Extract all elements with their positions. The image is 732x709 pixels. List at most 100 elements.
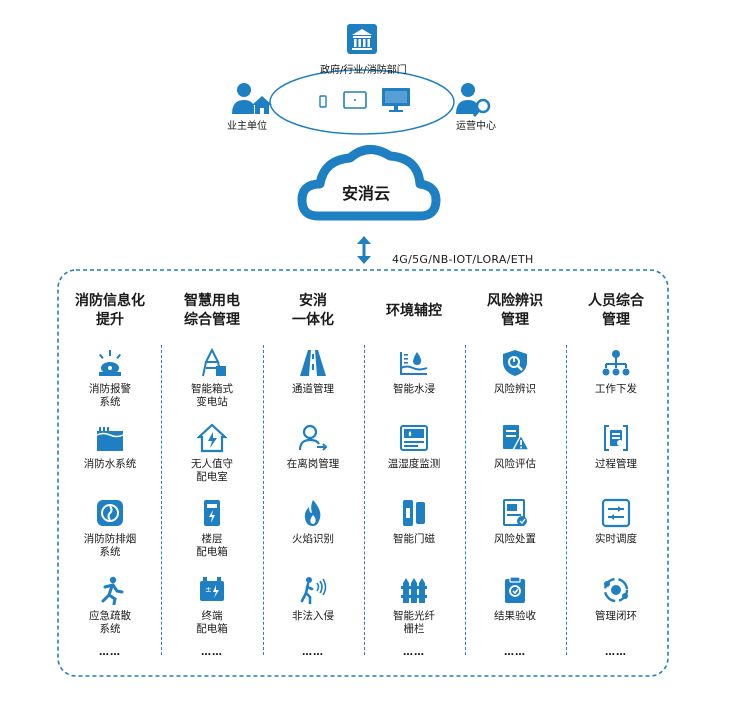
column-divider — [465, 345, 466, 655]
module-item: 消防防排烟 系统 — [60, 498, 160, 559]
module-item-label: 火焰识别 — [292, 533, 334, 545]
running-person-icon — [101, 576, 124, 605]
gov-label: 政府/行业/消防部门 — [320, 65, 407, 76]
module-item-label: 终端 配电箱 — [196, 610, 228, 635]
power-house-icon — [197, 423, 227, 453]
water-tank-icon — [96, 427, 124, 451]
smoke-fan-icon — [97, 500, 123, 526]
cloud-icon — [297, 145, 441, 221]
module-item: 非法入侵 — [263, 575, 363, 623]
module-item-label: 实时调度 — [595, 533, 637, 545]
module-item: 风险评估 — [465, 423, 565, 471]
module-column: 人员综合 管理工作下发过程管理实时调度管理闭环 …… — [566, 292, 666, 658]
module-item: 消防水系统 — [60, 423, 160, 471]
device-ellipse — [269, 69, 455, 135]
module-item-label: 智能箱式 变电站 — [191, 383, 233, 408]
module-item: 通道管理 — [263, 348, 363, 396]
module-item-label: 通道管理 — [292, 383, 334, 395]
column-divider — [566, 345, 567, 655]
intrusion-icon — [300, 577, 327, 605]
module-item-label: 风险辨识 — [494, 383, 536, 395]
module-item: 工作下发 — [566, 348, 666, 396]
column-title: 消防信息化 提升 — [75, 293, 145, 328]
module-item-label: 非法入侵 — [292, 610, 334, 622]
module-item: 应急疏散 系统 — [60, 575, 160, 636]
battery-icon: ± — [200, 577, 224, 601]
more-ellipsis: …… — [504, 647, 526, 658]
module-column: 风险辨识 管理风险辨识风险评估风险处置结果验收…… — [465, 292, 565, 658]
clipboard-icon — [505, 576, 525, 603]
flame-icon — [304, 500, 321, 526]
module-item-label: 结果验收 — [494, 610, 536, 622]
module-item: 智能水浸 — [364, 348, 464, 396]
column-divider — [263, 345, 264, 655]
module-item: 无人值守 配电室 — [162, 423, 262, 484]
protocol-label: 4G/5G/NB-IOT/LORA/ETH — [392, 253, 534, 266]
column-title: 环境辅控 — [386, 302, 442, 319]
shield-search-icon — [503, 350, 527, 376]
module-column: 消防信息化 提升消防报警 系统消防水系统消防防排烟 系统应急疏散 系统 …… — [60, 292, 160, 658]
module-item: 智能门磁 — [364, 498, 464, 546]
government-building-icon — [347, 24, 377, 54]
module-item-label: 智能光纤 栅栏 — [393, 610, 435, 635]
cycle-icon — [603, 577, 629, 603]
module-item-label: 在离岗管理 — [286, 458, 340, 470]
module-item-label: 风险评估 — [494, 458, 536, 470]
module-item: ± 终端 配电箱 — [162, 575, 262, 636]
document-icon — [503, 499, 527, 526]
module-item-label: 过程管理 — [595, 458, 637, 470]
tablet-icon — [343, 91, 367, 109]
risk-report-icon — [503, 425, 530, 451]
more-ellipsis: …… — [403, 647, 425, 658]
monitor-icon — [382, 88, 410, 112]
owner-person-icon — [232, 83, 272, 114]
module-item-label: 消防报警 系统 — [89, 383, 131, 408]
module-item: 火焰识别 — [263, 498, 363, 546]
top-diagram-graphics — [232, 24, 491, 264]
module-column: 环境辅控智能水浸温湿度监测智能门磁智能光纤 栅栏 …… — [364, 292, 464, 659]
module-item: 温湿度监测 — [364, 423, 464, 471]
org-chart-icon — [602, 350, 630, 376]
module-item-label: 风险处置 — [494, 533, 536, 545]
ops-label: 运营中心 — [456, 121, 496, 132]
module-item-label: 温湿度监测 — [387, 458, 441, 470]
module-item: 在离岗管理 — [263, 423, 363, 471]
module-item: 过程管理 — [566, 423, 666, 471]
column-title: 安消 一体化 — [292, 293, 334, 328]
sliders-icon — [601, 498, 631, 528]
column-divider — [364, 345, 365, 655]
more-ellipsis: …… — [201, 647, 223, 658]
svg-text:±: ± — [205, 585, 212, 594]
module-item: 智能光纤 栅栏 — [364, 575, 464, 636]
module-item-label: 消防防排烟 系统 — [83, 533, 137, 558]
module-item: 智能箱式 变电站 — [162, 348, 262, 409]
floor-box-icon — [204, 500, 220, 526]
process-icon — [604, 425, 628, 451]
road-icon — [300, 350, 326, 376]
module-item: 实时调度 — [566, 498, 666, 546]
module-item-label: 楼层 配电箱 — [196, 533, 228, 558]
water-level-icon — [400, 352, 428, 375]
thermometer-panel-icon — [400, 425, 428, 451]
module-item-label: 管理闭环 — [595, 610, 637, 622]
column-title: 智慧用电 综合管理 — [184, 293, 240, 328]
module-item: 风险处置 — [465, 498, 565, 546]
ops-person-icon — [456, 83, 491, 117]
module-item: 消防报警 系统 — [60, 348, 160, 409]
fence-icon — [401, 578, 427, 603]
module-item: 结果验收 — [465, 575, 565, 623]
module-item: 楼层 配电箱 — [162, 498, 262, 559]
module-item-label: 应急疏散 系统 — [89, 610, 131, 635]
module-item-label: 工作下发 — [595, 383, 637, 395]
column-title: 人员综合 管理 — [588, 293, 644, 328]
door-magnet-icon — [403, 500, 425, 526]
module-item-label: 智能水浸 — [393, 383, 435, 395]
module-item-label: 无人值守 配电室 — [191, 458, 233, 483]
phone-icon — [319, 95, 327, 108]
more-ellipsis: …… — [605, 647, 627, 658]
cloud-label: 安消云 — [341, 184, 390, 203]
person-duty-icon — [298, 424, 328, 451]
more-ellipsis: …… — [99, 647, 121, 658]
module-column: 智慧用电 综合管理智能箱式 变电站无人值守 配电室楼层 配电箱 ± 终端 配电箱 …… — [162, 292, 262, 658]
